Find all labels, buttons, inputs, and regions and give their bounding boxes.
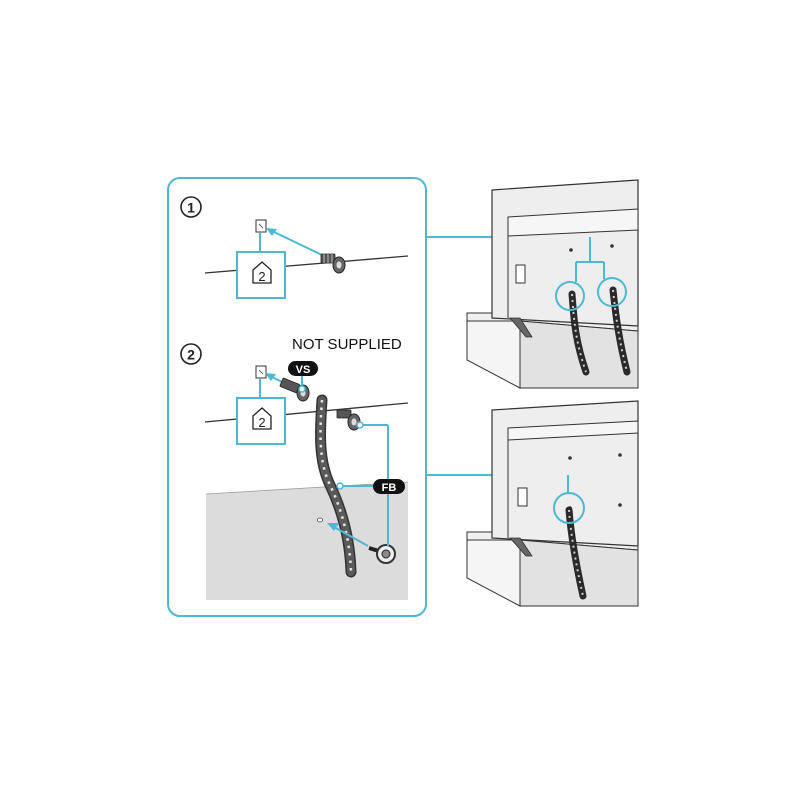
step-2-badge (180, 343, 202, 365)
mounting-hole-2 (255, 365, 267, 379)
step-1-number: 1 (187, 200, 195, 216)
step-1-badge (180, 196, 202, 218)
wall-hole (317, 517, 323, 523)
fixing-belt (314, 394, 357, 578)
mounting-hole-1 (255, 219, 267, 233)
step-2: 2 NOT SUPPLIED VS 2 (180, 336, 409, 600)
part-label-2: 2 (258, 415, 265, 430)
insert-arrow-1 (271, 230, 323, 256)
part-label-1: 2 (258, 269, 265, 284)
not-supplied-note: NOT SUPPLIED (292, 336, 402, 353)
tv-illustration-dual-belt (466, 179, 639, 389)
vs-callout-label: VS (296, 364, 311, 376)
fb-callout-label: FB (382, 482, 397, 494)
wall-screw-icon (368, 544, 396, 564)
step-2-number: 2 (187, 347, 195, 363)
tv-illustration-single-belt (466, 400, 639, 607)
fb-callout (373, 479, 405, 494)
step-1: 1 2 (180, 196, 409, 299)
vs-callout (288, 361, 318, 376)
wall-insert-arrow (333, 526, 369, 547)
screw-icon-1 (320, 253, 346, 274)
wall (206, 482, 408, 600)
